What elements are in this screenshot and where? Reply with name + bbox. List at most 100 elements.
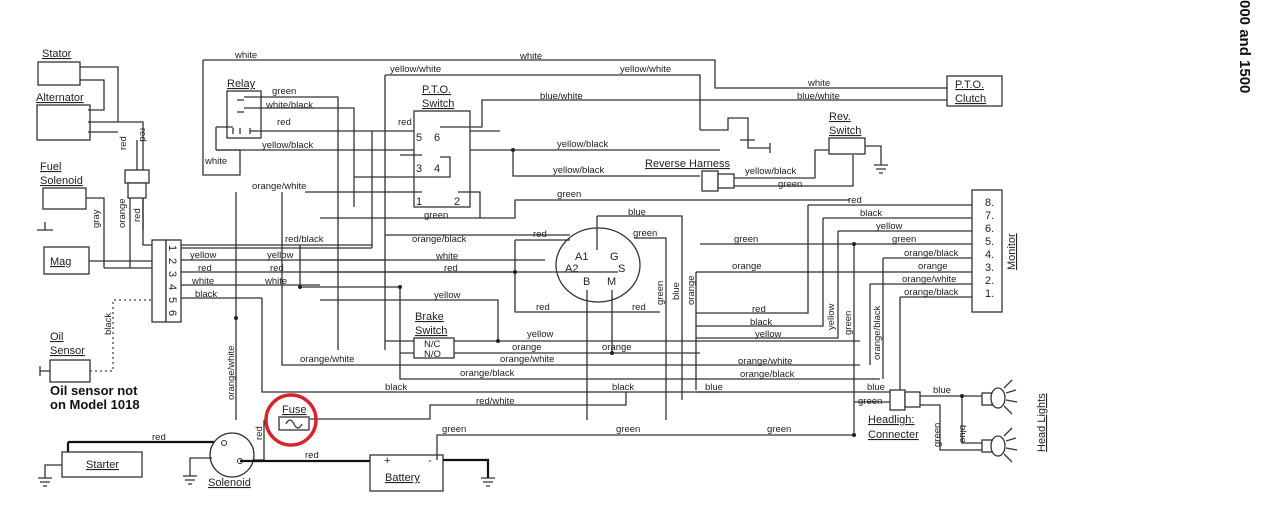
oil-note-line-1: Oil sensor not [50,383,138,398]
monitor-pin: 8. [985,197,994,209]
wire-label: red [137,128,148,142]
wire-label: orange/white [300,354,354,365]
fuse: Fuse [264,393,318,447]
battery-positive: + [384,455,390,467]
battery-box [369,454,444,492]
connector-pin: 3 [166,271,178,277]
solenoid-label: Solenoid [208,477,251,489]
brake-contact-nc: N/C [424,339,441,350]
wire-label: red [152,432,166,443]
wire-label: red [848,195,862,206]
headlight-bottom [981,427,1018,463]
fuel-solenoid-box [42,187,87,210]
ignition-pin: B [583,276,590,288]
splice-dot [398,285,402,289]
pto-pin: 3 [416,163,422,175]
relay-label: Relay [227,78,256,90]
wire-label: yellow [826,303,837,330]
wire-label: orange [918,261,948,272]
wire-label: white [191,276,214,287]
wire-label: green [778,179,802,190]
wire-label: orange [686,275,697,305]
wire-label: blue [933,385,951,396]
wire-label: red [118,136,129,150]
wire-label: green [633,228,657,239]
starter: Starter [61,451,143,478]
splice-dot [496,339,500,343]
wire-label: orange [117,198,128,228]
wire-label: green [932,423,943,447]
connector-pin: 2 [166,258,178,264]
wire-label: yellow [190,250,217,261]
wire-label: yellow/black [553,165,604,176]
alternator-box [36,104,91,141]
wire-label: blue [867,382,885,393]
wire-label: black [612,382,634,393]
wire-label: yellow [267,250,294,261]
ignition-pin: A2 [565,263,578,275]
wire-label: orange [602,342,632,353]
wire-label: red [254,426,265,440]
solenoid-body [209,432,255,478]
wire-label: green [557,189,581,200]
wire-label: blue/white [540,91,583,102]
wire-label: white [519,51,542,62]
ignition-switch: A1 G A2 S B M [555,227,641,303]
headlight-connector-plug [889,389,906,411]
pto-clutch-box [946,75,1003,107]
wire-label: green [843,311,854,335]
splice-dot [513,270,517,274]
headlight-connector: Headligh: Connecter [868,389,921,441]
fuel-connector [124,169,150,184]
wire-label: orange/white [252,181,306,192]
rev-switch-box [828,137,866,155]
ignition-pin: G [610,251,619,263]
ignition-body [555,227,641,303]
wire-label: yellow/white [390,64,441,75]
starter-box [61,451,143,478]
monitor: 8. 7. 6. 5. 4. 3. 2. 1. Monitor [971,189,1018,313]
oil-sensor: Oil Sensor [49,331,91,383]
wire-label: orange/white [500,354,554,365]
wire-label: blue [705,382,723,393]
pto-clutch-label-1: P.T.O. [955,79,984,91]
brake-contact-no: N/O [424,349,441,360]
wire-label: orange/black [740,369,795,380]
mag-label: Mag [50,256,71,268]
wire-label: blue [957,425,968,443]
wire-label: green [616,424,640,435]
wire-label: green [442,424,466,435]
monitor-box [971,189,1003,313]
wire-label: white/black [265,100,313,111]
wire-label: red/white [476,396,515,407]
wire-label: yellow/black [745,166,796,177]
alternator-label: Alternator [36,92,84,104]
brake-switch-label-1: Brake [415,311,444,323]
splice-dot [234,316,238,320]
pto-switch: P.T.O. Switch 5 6 3 4 1 2 [413,84,471,208]
oil-note-line-2: on Model 1018 [50,397,140,412]
fuel-solenoid: Fuel Solenoid [40,161,87,210]
monitor-pin: 4. [985,249,994,261]
side-title: 000 and 1500 [1236,0,1253,93]
mag: Mag [43,246,90,275]
wire-label: green [858,396,882,407]
reverse-harness-socket [717,173,735,189]
wire-label: red [536,302,550,313]
wire-label: yellow [527,329,554,340]
wire-label: green [892,234,916,245]
wire-label: orange/white [902,274,956,285]
monitor-pin: 5. [985,236,994,248]
wire-label: green [272,86,296,97]
wire-label: black [860,208,882,219]
wire-label: blue [628,207,646,218]
wire-label: white [435,251,458,262]
solenoid: Solenoid [208,432,255,489]
connector-pin: 1 [166,245,178,251]
wire-label: orange/white [738,356,792,367]
connector-housing [151,239,167,323]
monitor-pin: 7. [985,210,994,222]
wire-label: white [807,78,830,89]
wire-label: black [195,289,217,300]
